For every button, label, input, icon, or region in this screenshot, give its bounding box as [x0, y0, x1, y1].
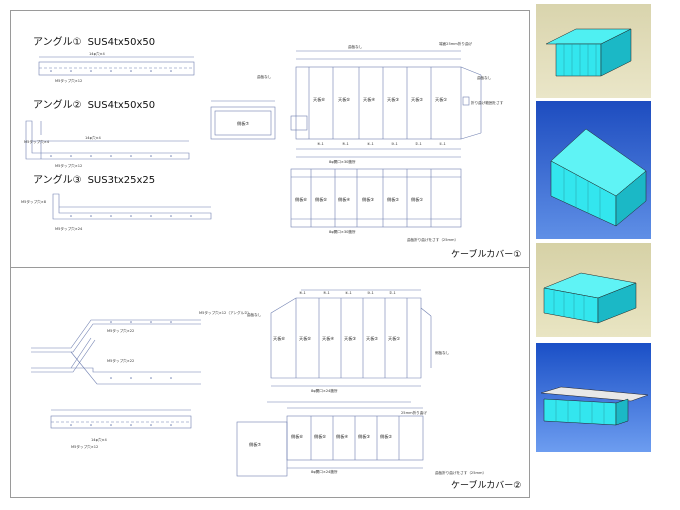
- render-thumbnail-4: [536, 343, 651, 452]
- fold-note-top: 端面25mm折り曲げ: [439, 41, 473, 46]
- fold-range-note: 折り曲げ範囲をさす: [471, 100, 504, 105]
- angle3-bar: [52, 193, 212, 220]
- angle3-tap-note-8: M5タップ穴×8: [21, 199, 47, 204]
- side-panel-label: 側板③: [362, 196, 374, 203]
- fold-note-bottom: 曲板折り曲げをさす（25mm）: [435, 470, 486, 475]
- section-mark: ⑤-1: [323, 291, 330, 295]
- section-mark: ②-1: [389, 291, 396, 295]
- side-panel-label: 側板⑥: [295, 196, 307, 203]
- no-fold-note-right: 曲板なし: [477, 75, 492, 80]
- no-fold-left: 曲板なし: [247, 312, 262, 317]
- side-plate-left-2: [236, 421, 288, 477]
- no-side-right: 側板なし: [435, 350, 450, 355]
- side-panel-label: 側板②: [380, 433, 392, 440]
- side-panel-label: 側板①: [411, 196, 423, 203]
- hole-note-bottom-view: 8φ開口×24箇所: [311, 469, 338, 474]
- side-panel-label: 側板②: [387, 196, 399, 203]
- angle1-bar: [38, 61, 195, 76]
- drawing-sheet-cable-cover-1: アングル① SUS4tx50x50 アングル② SUS4tx50x50 アングル③ S…: [10, 10, 530, 268]
- render-thumbnail-1: [536, 4, 651, 98]
- cover-render-4: [540, 386, 649, 426]
- ceiling-plate-development-2: [270, 297, 422, 379]
- no-fold-note-left: 曲板なし: [257, 74, 272, 79]
- ceiling-panel-label: 天板⑤: [299, 335, 311, 342]
- side-view-panel-label: 側板⑦: [237, 120, 249, 127]
- fold-note-top: 25mm折り曲げ: [401, 410, 427, 415]
- cover-render-2: [550, 128, 647, 227]
- ceiling-panel-label: 天板③: [387, 96, 399, 103]
- tap-note-22b: M5タップ穴×22: [107, 358, 134, 363]
- sheet-title: ケーブルカバー②: [451, 479, 521, 491]
- side-panel-label: 側板⑤: [315, 196, 327, 203]
- angle3-spec: SUS3tx25x25: [88, 175, 156, 186]
- ceiling-panel-label: 天板①: [388, 335, 400, 342]
- ceiling-panel-label: 天板⑥: [313, 96, 325, 103]
- angle2-bar: [25, 120, 190, 160]
- tap-note-12: M5タップ穴×12: [71, 444, 98, 449]
- section-mark: ⑤-1: [342, 142, 349, 146]
- section-mark: ④-1: [367, 142, 374, 146]
- sheet-title: ケーブルカバー①: [451, 248, 521, 260]
- section-mark: ④-1: [345, 291, 352, 295]
- side-view-box: [210, 106, 276, 140]
- angle1-spec: SUS4tx50x50: [88, 37, 156, 48]
- angle2-tap-note-4: M5タップ穴×4: [24, 139, 50, 144]
- side-panel-label: 側板⑦: [249, 441, 261, 448]
- bent-angle-lower: [31, 337, 92, 369]
- drawing-sheet-1-canvas: アングル① SUS4tx50x50 アングル② SUS4tx50x50 アングル③ S…: [21, 35, 521, 260]
- side-panel-label: 側板⑥: [291, 433, 303, 440]
- side-panel-label: 側板④: [338, 196, 350, 203]
- angle2-hole-note: 14φ穴×4: [85, 135, 102, 140]
- angle2-label: アングル②: [33, 98, 82, 111]
- section-mark: ⑥-1: [317, 142, 324, 146]
- hole-note-top-view: 8φ開口×24箇所: [311, 388, 338, 393]
- drawing-sheet-2-canvas: M5タップ穴×12（アングル②） M5タップ穴×22 M5タップ穴×22 14φ…: [31, 289, 521, 491]
- angle3-label: アングル③: [33, 173, 82, 186]
- fold-note-bottom: 曲板折り曲げをさす（25mm）: [407, 237, 458, 242]
- ceiling-panel-label: 天板④: [322, 335, 334, 342]
- angle2-spec: SUS4tx50x50: [88, 100, 156, 111]
- section-mark: ①-1: [439, 142, 446, 146]
- section-mark: ⑥-1: [299, 291, 306, 295]
- section-mark: ③-1: [367, 291, 374, 295]
- cover-render-1: [545, 28, 632, 77]
- side-panel-label: 側板③: [358, 433, 370, 440]
- ceiling-panel-label: 天板②: [366, 335, 378, 342]
- angle1-tap-note: M5タップ穴×12: [55, 78, 82, 83]
- no-fold-note-top: 曲板なし: [348, 44, 363, 49]
- side-plate-development: [290, 168, 462, 228]
- bent-angle-upper: [31, 319, 201, 349]
- ceiling-plate-development: [295, 66, 462, 140]
- drawing-sheet-cable-cover-2: M5タップ穴×12（アングル②） M5タップ穴×22 M5タップ穴×22 14φ…: [10, 267, 530, 498]
- angle3-tap-note-24: M5タップ穴×24: [55, 226, 83, 231]
- side-panel-label: 側板④: [336, 433, 348, 440]
- render-thumbnail-3: [536, 243, 651, 337]
- angle2-tap-note-12: M5タップ穴×12: [55, 163, 82, 168]
- tap-note-22a: M5タップ穴×22: [107, 328, 134, 333]
- cover-render-3: [543, 272, 637, 324]
- ceiling-panel-label: 天板⑥: [273, 335, 285, 342]
- hole-note-bottom-view: 8φ開口×30箇所: [329, 229, 356, 234]
- ceiling-panel-label: 天板⑤: [338, 96, 350, 103]
- ceiling-panel-label: 天板④: [363, 96, 375, 103]
- render-thumbnail-2: [536, 101, 651, 239]
- ceiling-panel-label: 天板②: [411, 96, 423, 103]
- section-mark: ③-1: [391, 142, 398, 146]
- angle1-hole-note: 14φ穴×4: [89, 51, 106, 56]
- section-mark: ②-1: [415, 142, 422, 146]
- hole-note: 14φ穴×4: [91, 437, 108, 442]
- ceiling-panel-label: 天板③: [344, 335, 356, 342]
- ceiling-panel-label: 天板①: [435, 96, 447, 103]
- hole-note-top-view: 8φ開口×30箇所: [329, 159, 356, 164]
- angle1-label: アングル①: [33, 35, 82, 48]
- side-panel-label: 側板⑤: [314, 433, 326, 440]
- angle-tap-note: M5タップ穴×12（アングル②）: [199, 310, 251, 315]
